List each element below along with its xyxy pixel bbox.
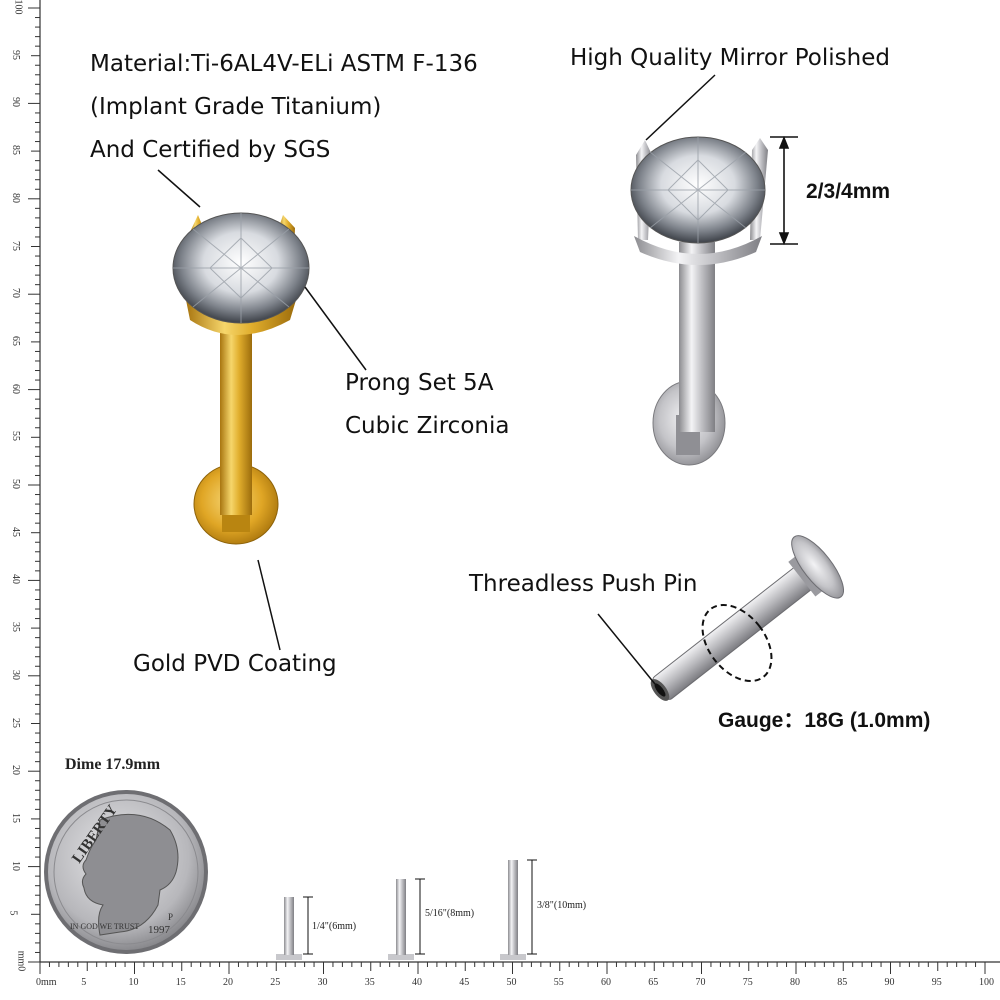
ruler-y-label: 20 — [10, 765, 21, 776]
ruler-x-label: 30 — [317, 977, 328, 988]
ruler-y-label: 60 — [10, 383, 21, 394]
coin-mint-mark: P — [168, 912, 174, 922]
ruler-x-label: 10 — [128, 977, 139, 988]
ruler-y-label: 45 — [10, 526, 21, 537]
ruler-y-label: 80 — [10, 192, 21, 203]
ruler-y-label: 100 — [12, 0, 24, 15]
material-label-line1: Material:Ti-6AL4V-ELi ASTM F-136 — [90, 51, 478, 77]
callout-lines — [157, 74, 716, 685]
ruler-y-label: 75 — [10, 240, 21, 251]
ruler-x-label: 50 — [506, 977, 517, 988]
ruler-x-label: 0mm — [36, 977, 57, 988]
ruler-x-label: 80 — [790, 977, 800, 988]
ruler-y-label: 15 — [10, 812, 21, 823]
prong-label-line2: Cubic Zirconia — [345, 413, 510, 439]
push-pin-label: Threadless Push Pin — [469, 571, 698, 597]
ruler-x-label: 35 — [364, 977, 375, 988]
ruler-x-label: 20 — [223, 977, 233, 988]
gold-labret — [172, 212, 310, 545]
ruler-x-label: 90 — [884, 977, 895, 988]
ruler-y-label: 65 — [10, 335, 21, 346]
ruler-x-label: 95 — [931, 977, 942, 988]
dime-coin — [44, 790, 208, 954]
ruler-x-label: 45 — [459, 977, 470, 988]
coin-year-text: 1997 — [148, 924, 170, 936]
ruler-y-label: 30 — [10, 669, 21, 680]
ruler-x-label: 85 — [837, 977, 848, 988]
mirror-polished-label: High Quality Mirror Polished — [570, 45, 890, 71]
gauge-label: Gauge：18G (1.0mm) — [718, 709, 931, 732]
ruler-x-label: 60 — [601, 977, 611, 988]
material-label-line3: And Certified by SGS — [90, 137, 331, 163]
dime-label: Dime 17.9mm — [65, 756, 161, 773]
ruler-y-label: 95 — [10, 49, 21, 60]
ruler-y-label: 50 — [10, 479, 21, 489]
scale-posts — [276, 859, 537, 960]
post-label-6mm: 1/4"(6mm) — [312, 921, 357, 932]
prong-label-line1: Prong Set 5A — [345, 370, 494, 396]
push-pin — [650, 535, 844, 701]
post-label-8mm: 5/16"(8mm) — [425, 908, 475, 919]
ruler-x-label: 75 — [742, 977, 753, 988]
ruler-y-label: 85 — [10, 145, 21, 156]
ruler-x-label: 70 — [695, 977, 706, 988]
ruler-x-label: 55 — [553, 977, 564, 988]
ruler-y-label: 70 — [10, 288, 21, 299]
ruler-x-label: 40 — [412, 977, 422, 988]
coin-motto-text: IN GOD WE TRUST — [70, 922, 140, 931]
silver-labret — [630, 135, 798, 466]
material-label-line2: (Implant Grade Titanium) — [90, 94, 382, 120]
ruler-x-label: 100 — [979, 977, 994, 988]
ruler-x-label: 15 — [175, 977, 186, 988]
ruler-x-label: 65 — [648, 977, 659, 988]
ruler-y-label: 55 — [10, 431, 21, 442]
ruler-y-label: 90 — [10, 97, 21, 108]
gold-coating-label: Gold PVD Coating — [133, 651, 337, 677]
ruler-y-label: 10 — [10, 860, 21, 871]
ruler-y-label: mm0 — [15, 950, 27, 972]
post-label-10mm: 3/8"(10mm) — [537, 900, 587, 911]
ruler-x-label: 5 — [81, 977, 87, 988]
ruler-x-label: 25 — [270, 977, 281, 988]
ruler-y-label: 5 — [7, 910, 19, 916]
ruler-y-label: 40 — [10, 574, 21, 585]
gem-size-label: 2/3/4mm — [806, 180, 891, 203]
ruler-y-label: 35 — [10, 622, 21, 633]
ruler-y-label: 25 — [10, 717, 21, 728]
